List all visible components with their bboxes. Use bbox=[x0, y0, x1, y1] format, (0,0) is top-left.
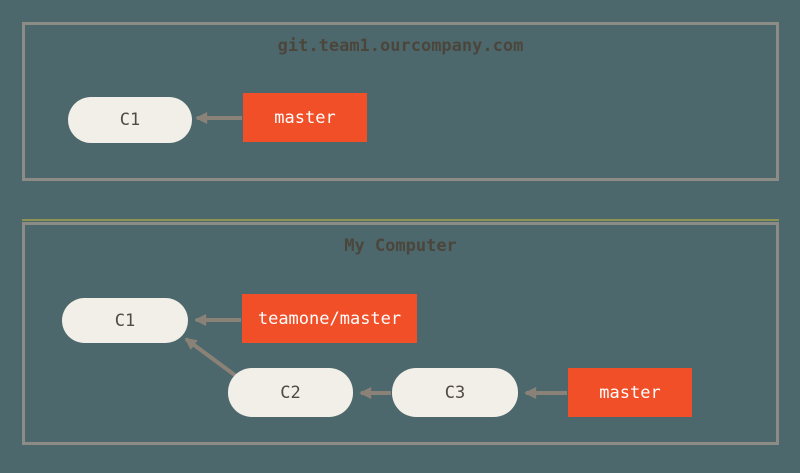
branch-label-remote-master: master bbox=[243, 93, 367, 142]
local-box-accent-line bbox=[22, 219, 779, 221]
commit-node-local-c3: C3 bbox=[392, 368, 518, 417]
local-machine-title: My Computer bbox=[344, 236, 457, 256]
branch-label-local-master: master bbox=[568, 368, 692, 417]
branch-label-teamone-master: teamone/master bbox=[242, 294, 417, 343]
commit-node-local-c1: C1 bbox=[62, 298, 188, 343]
commit-node-local-c2: C2 bbox=[228, 368, 353, 417]
commit-node-remote-c1: C1 bbox=[68, 97, 192, 143]
remote-server-title: git.team1.ourcompany.com bbox=[277, 36, 524, 56]
local-machine-box: My Computer bbox=[22, 222, 779, 445]
remote-server-box: git.team1.ourcompany.com bbox=[22, 22, 779, 181]
